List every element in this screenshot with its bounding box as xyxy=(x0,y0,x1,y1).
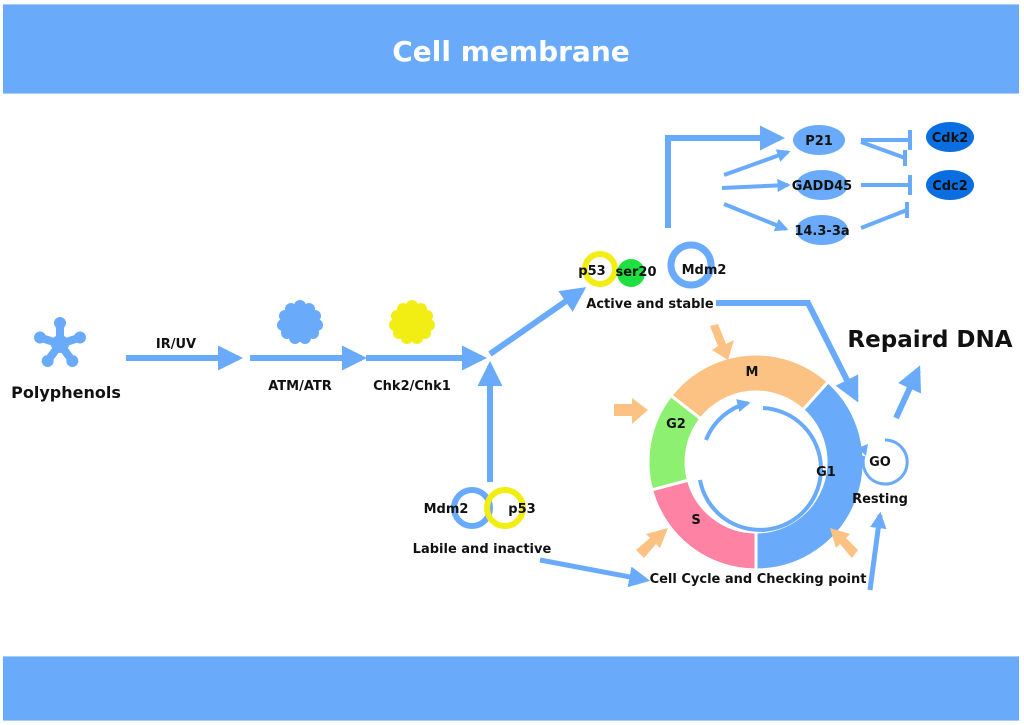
atm-atr-icon xyxy=(277,300,323,344)
cdk2-label: Cdk2 xyxy=(932,131,969,146)
g0-label: GO xyxy=(869,455,891,470)
p53-inactive-label: p53 xyxy=(508,502,535,517)
chk-label: Chk2/Chk1 xyxy=(373,379,451,394)
p21-label: P21 xyxy=(805,134,833,149)
phase-segment-g2 xyxy=(646,393,703,492)
arrow-active-to-p21 xyxy=(665,125,786,228)
p53-ring xyxy=(582,251,618,287)
cell-membrane-band: Cell membrane xyxy=(3,4,1019,94)
bottom-membrane-band xyxy=(3,656,1019,721)
1433-node xyxy=(796,215,848,245)
cell-cycle-caption: Cell Cycle and Checking point xyxy=(650,572,867,587)
active-stable-caption: Active and stable xyxy=(586,297,714,312)
ser20-label: ser20 xyxy=(615,265,656,280)
inner-cycle-arc xyxy=(698,406,823,532)
cdk2-node xyxy=(926,122,974,152)
chk-icon xyxy=(389,300,435,344)
mdm2-ring xyxy=(667,241,715,289)
atm-atr-label: ATM/ATR xyxy=(268,379,332,394)
phase-g2-label: G2 xyxy=(666,417,686,432)
active-complex: p53 ser20 Mdm2 Active and stable xyxy=(578,241,727,312)
inhibition-edges xyxy=(860,130,912,230)
resting-label: Resting xyxy=(852,492,908,507)
phase-s-label: S xyxy=(691,513,700,528)
ir-uv-label: IR/UV xyxy=(156,337,196,352)
gadd45-node xyxy=(796,170,848,200)
labile-inactive-caption: Labile and inactive xyxy=(413,542,552,557)
mdm2-label: Mdm2 xyxy=(682,263,727,278)
arrow-fan-gadd45 xyxy=(721,178,791,193)
inner-cycle-arrow xyxy=(704,399,751,441)
polyphenols-icon xyxy=(34,317,86,367)
cell-cycle-wheel xyxy=(646,352,866,572)
cdc2-label: Cdc2 xyxy=(932,179,968,194)
mdm2-inactive-label: Mdm2 xyxy=(424,502,469,517)
cdc2-node xyxy=(926,170,974,200)
ser20-circle xyxy=(617,259,645,287)
repaired-dna-label: Repaird DNA xyxy=(847,327,1012,353)
arrow-to-active-complex xyxy=(488,287,587,357)
arrow-fan-1433 xyxy=(723,202,789,232)
checkpoint-arrow-g1 xyxy=(830,528,858,558)
p53-label: p53 xyxy=(578,264,605,279)
checkpoint-arrow-s xyxy=(636,528,668,558)
arrow-to-repaired-dna xyxy=(893,365,922,420)
checkpoint-arrows xyxy=(614,324,858,558)
arrow-active-to-g1 xyxy=(716,300,859,403)
p21-node xyxy=(793,125,845,155)
inactive-complex: Mdm2 p53 Labile and inactive xyxy=(413,487,552,557)
1433-label: 14.3-3a xyxy=(794,224,849,239)
p53-inactive-ring xyxy=(484,487,526,529)
checkpoint-arrow-g2 xyxy=(614,398,648,424)
phase-g1-label: G1 xyxy=(816,465,836,480)
checkpoint-arrow-m xyxy=(710,324,734,360)
arrow-inactive-to-cycle xyxy=(539,557,651,588)
cell-membrane-label: Cell membrane xyxy=(392,35,630,68)
g0-cycle-ring xyxy=(861,438,909,486)
polyphenols-label: Polyphenols xyxy=(11,383,121,402)
phase-m-label: M xyxy=(746,365,759,380)
arrow-to-g0 xyxy=(867,511,887,591)
gadd45-label: GADD45 xyxy=(792,179,852,194)
g0-arrowhead xyxy=(858,444,868,456)
arrow-fan-p21 xyxy=(723,149,791,177)
